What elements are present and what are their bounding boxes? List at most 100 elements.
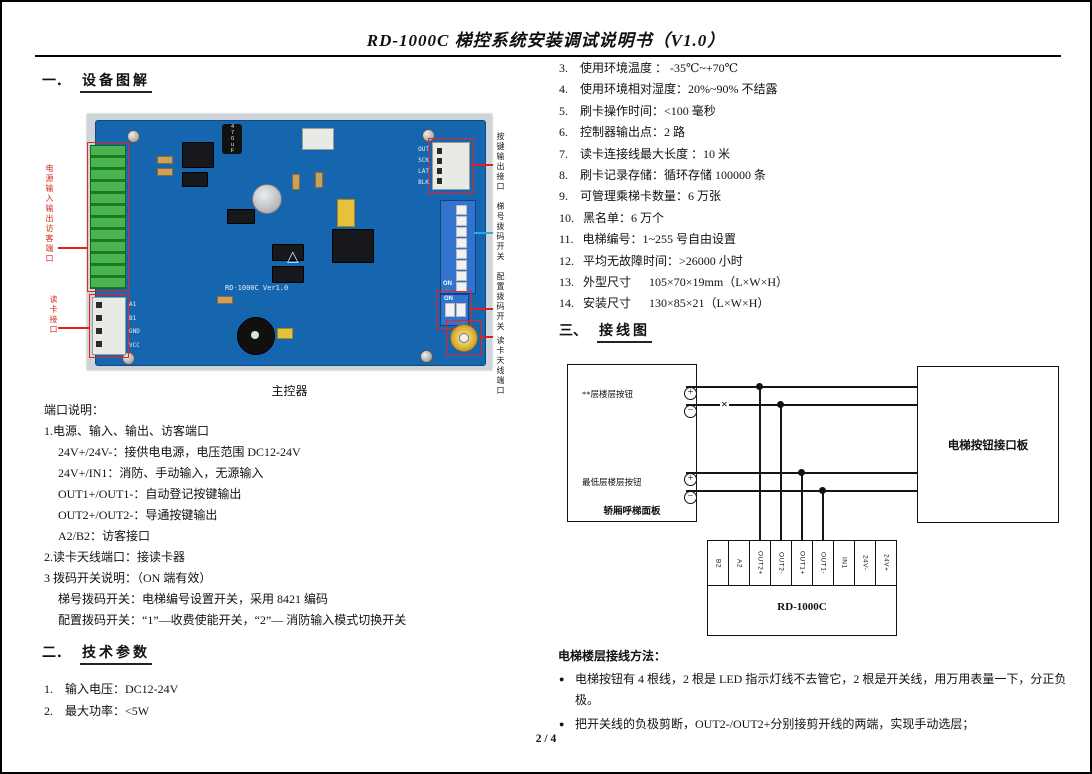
wire-cut-mark: × xyxy=(720,397,729,411)
page-title: RD-1000C 梯控系统安装调试说明书（V1.0） xyxy=(366,31,726,50)
tech-param-item: 14. 安装尺寸 130×85×21（L×W×H） xyxy=(559,296,770,311)
terminal-label: A2 xyxy=(735,558,743,568)
board-logo-icon: △ xyxy=(287,249,299,265)
wiring-method-item: ● 电梯按钮有 4 根线，2 根是 LED 指示灯线不去管它，2 根是开关线，用… xyxy=(558,669,1074,711)
terminal-label: 24V+ xyxy=(882,554,890,572)
port-note-line: 24V+/IN1：消防、手动输入，无源输入 xyxy=(58,466,264,480)
power-port-label: 电源输入输出访客端口 xyxy=(45,164,54,264)
port-note-line: A2/B2：访客接口 xyxy=(58,529,151,543)
annotation-line xyxy=(58,327,89,329)
wire xyxy=(686,386,917,388)
ic-chip xyxy=(272,244,304,261)
wiring-method-text: 电梯按钮有 4 根线，2 根是 LED 指示灯线不去管它，2 根是开关线，用万用… xyxy=(575,672,1067,707)
dip-toggle xyxy=(456,271,467,281)
terminal: 24V- xyxy=(855,541,876,585)
reader-port-label: 读卡接口 xyxy=(49,295,58,335)
port-note-line: 3 拨码开关说明：（ON 端有效） xyxy=(44,571,212,585)
button-board-label: 电梯按钮接口板 xyxy=(947,439,1029,452)
tech-param-item: 1. 输入电压：DC12-24V xyxy=(44,682,179,696)
dip-toggle xyxy=(445,303,455,317)
section-2-title: 技术参数 xyxy=(80,646,152,665)
resistor xyxy=(157,156,173,164)
tech-param-item: 9. 可管理乘梯卡数量：6 万张 xyxy=(559,189,722,204)
dip-toggle xyxy=(456,260,467,270)
tech-param-item: 7. 读卡连接线最大长度 ：10 米 xyxy=(559,146,731,161)
connector-pin xyxy=(96,328,102,334)
pin-label: OUT xyxy=(418,146,429,153)
controller-name: RD-1000C xyxy=(777,601,827,613)
reader-pin-labels: A1 B1 GND VCC xyxy=(129,298,140,352)
car-panel-name: 轿厢呼梯面板 xyxy=(603,507,661,517)
connector-pin xyxy=(96,315,102,321)
ic-chip xyxy=(182,172,208,187)
car-call-panel-box: **层楼层按钮 + − 最低层楼层按钮 + − 轿厢呼梯面板 xyxy=(567,364,697,522)
section-3-heading: 三、接线图 xyxy=(559,320,652,343)
tech-param-item: 10. 黑名单：6 万个 xyxy=(559,210,665,225)
terminal: OUT2- xyxy=(771,541,792,585)
port-note-line: 1.电源、输入、输出、访客端口 xyxy=(44,424,210,438)
terminal: OUT1- xyxy=(813,541,834,585)
junction-dot xyxy=(798,469,805,476)
bottom-floor-button-label: 最低层楼层按钮 xyxy=(582,477,642,487)
port-note-line: OUT1+/OUT1-：自动登记按键输出 xyxy=(58,487,242,501)
output-pin-labels: OUT SCK LAT BLK xyxy=(405,144,429,188)
wire xyxy=(822,490,824,542)
pin-label: A1 xyxy=(129,301,137,308)
port-note-line: OUT2+/OUT2-：导通按键输出 xyxy=(58,508,218,522)
annotation-line xyxy=(58,247,88,249)
connector-pin xyxy=(96,341,102,347)
device-figure: A1 B1 GND VCC 470uF △ RD-1000 xyxy=(42,112,512,402)
transformer xyxy=(182,142,214,168)
output-connector xyxy=(432,142,470,190)
controller-box: B2 A2 OUT2+ OUT2- OUT1+ OUT1- IN1 24V- 2… xyxy=(707,540,897,636)
tech-param-item: 8. 刷卡记录存储：循环存储 100000 条 xyxy=(559,168,767,183)
dip-elevator-label: 梯号拨码开关 xyxy=(496,202,505,262)
terminal-label: 24V- xyxy=(861,555,869,571)
tech-params-right: 3. 使用环境温度 ： -35℃~+70℃ 4. 使用环境相对湿度：20%~90… xyxy=(559,58,1074,315)
top-floor-button-label: **层楼层按钮 xyxy=(582,389,634,399)
tech-params-left: 1. 输入电压：DC12-24V 2. 最大功率：<5W xyxy=(44,678,532,722)
junction-dot xyxy=(819,487,826,494)
plus-terminal: + xyxy=(684,387,697,400)
dip-toggle xyxy=(456,205,467,215)
tech-param-item: 6. 控制器输出点：2 路 xyxy=(559,125,686,140)
tech-param-item: 13. 外型尺寸 105×70×19mm（L×W×H） xyxy=(559,275,789,290)
connector-pin xyxy=(437,148,442,154)
resistor xyxy=(292,174,300,190)
tech-param-item: 11. 电梯编号：1~255 号自由设置 xyxy=(559,232,737,247)
resistor xyxy=(315,172,323,188)
annotation-line xyxy=(474,232,493,234)
wiring-diagram: **层楼层按钮 + − 最低层楼层按钮 + − 轿厢呼梯面板 电梯按钮接口板 × xyxy=(557,358,1073,644)
dip-toggle xyxy=(456,216,467,226)
port-notes: 端口说明： 1.电源、输入、输出、访客端口 24V+/24V-：接供电电源，电压… xyxy=(44,400,532,631)
port-note-line: 梯号拨码开关：电梯编号设置开关，采用 8421 编码 xyxy=(58,592,329,606)
figure-caption: 主控器 xyxy=(271,384,308,398)
wiring-method-text: 把开关线的负极剪断，OUT2-/OUT2+分别接剪开线的两端，实现手动选层； xyxy=(575,717,975,731)
antenna-connector xyxy=(450,324,478,352)
ic-chip xyxy=(227,209,255,224)
pin-label: GND xyxy=(129,328,140,335)
button-board-box: 电梯按钮接口板 xyxy=(917,366,1059,523)
pin-label: LAT xyxy=(418,168,429,175)
annotation-box-power xyxy=(87,142,129,292)
wiring-method-item: ● 把开关线的负极剪断，OUT2-/OUT2+分别接剪开线的两端，实现手动选层； xyxy=(558,714,1074,735)
capacitor-label: 470uF xyxy=(229,124,236,154)
board-silkscreen: RD-1000C Ver1.0 xyxy=(225,284,289,292)
terminal: IN1 xyxy=(834,541,855,585)
section-1-title: 设备图解 xyxy=(80,74,152,93)
buzzer-hole xyxy=(251,331,259,339)
section-1-number: 一． xyxy=(42,74,70,89)
wire xyxy=(686,404,917,406)
pin-label: B1 xyxy=(129,314,137,322)
dip-switch-8: ON xyxy=(440,200,476,294)
terminal-label: B2 xyxy=(714,558,722,568)
junction-dot xyxy=(777,401,784,408)
junction-dot xyxy=(756,383,763,390)
port-note-line: 2.读卡天线端口：接读卡器 xyxy=(44,550,186,564)
terminal-strip: B2 A2 OUT2+ OUT2- OUT1+ OUT1- IN1 24V- 2… xyxy=(708,541,896,586)
annotation-box-output xyxy=(428,138,474,194)
terminal: 24V+ xyxy=(876,541,896,585)
wire xyxy=(759,386,761,542)
bullet-icon: ● xyxy=(559,719,565,729)
tech-param-item: 2. 最大功率：<5W xyxy=(44,704,150,718)
